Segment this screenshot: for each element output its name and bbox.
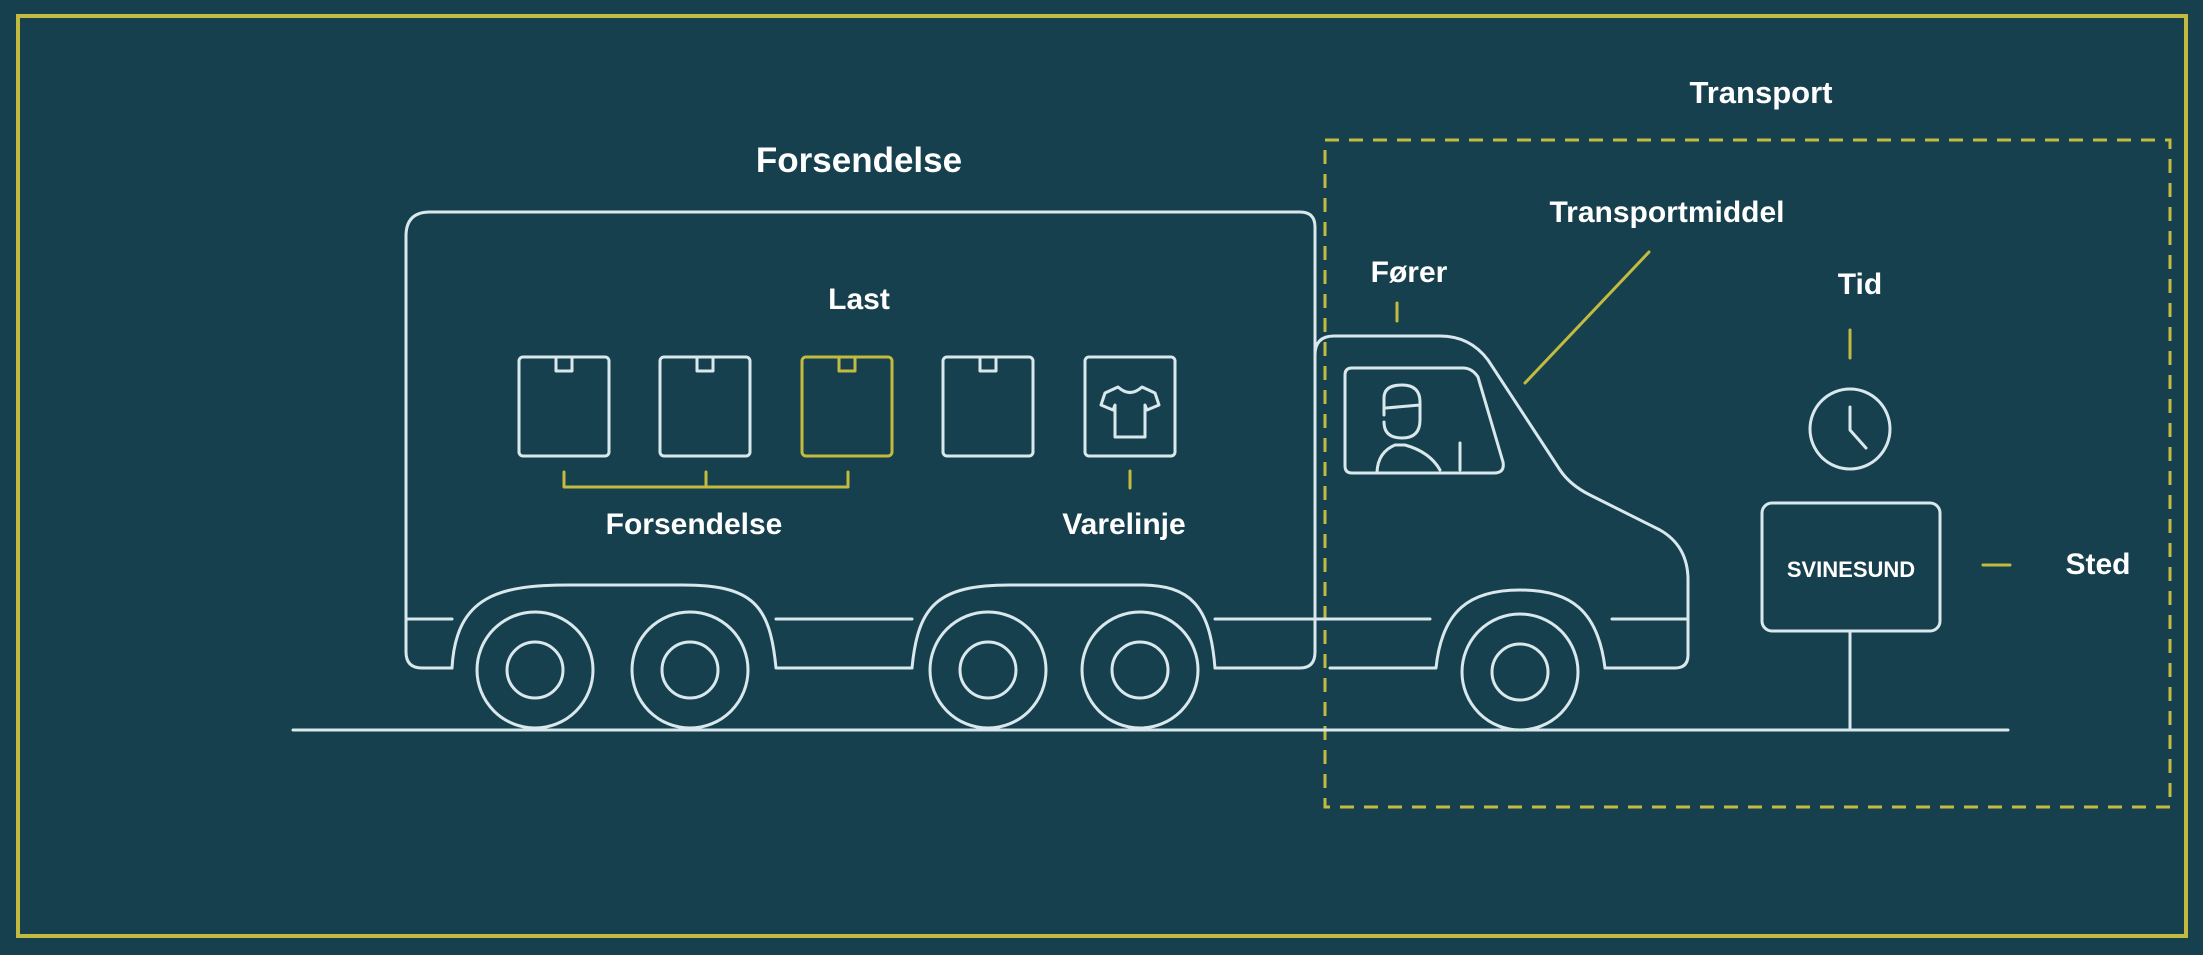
tid-label: Tid	[1838, 268, 1882, 301]
trailer-wheel	[1082, 612, 1198, 728]
box-icon	[519, 357, 609, 456]
last-label: Last	[828, 283, 890, 316]
box-icon	[660, 357, 750, 456]
transport-label: Transport	[1690, 75, 1833, 110]
trailer	[406, 212, 1315, 668]
driver-icon	[1377, 385, 1460, 472]
sign-text: SVINESUND	[1787, 557, 1915, 582]
cab-wheel	[1462, 614, 1578, 730]
forsendelse-bracket	[564, 472, 848, 487]
outer-frame	[18, 16, 2186, 936]
transportmiddel-label: Transportmiddel	[1549, 196, 1784, 229]
sign-post-icon	[1762, 503, 1940, 730]
trailer-wheel	[930, 612, 1046, 728]
shirt-icon	[1085, 357, 1175, 456]
trailer-wheel	[477, 612, 593, 728]
box-icon-highlighted	[802, 357, 892, 456]
trailer-wheel	[632, 612, 748, 728]
forsendelse-group-label: Forsendelse	[606, 508, 783, 541]
box-icon	[943, 357, 1033, 456]
transportmiddel-connector	[1525, 252, 1649, 383]
clock-icon	[1810, 389, 1890, 469]
forsendelse-title: Forsendelse	[756, 141, 962, 180]
forer-label: Fører	[1371, 256, 1448, 289]
varelinje-label: Varelinje	[1062, 508, 1185, 541]
sted-label: Sted	[2065, 548, 2130, 581]
